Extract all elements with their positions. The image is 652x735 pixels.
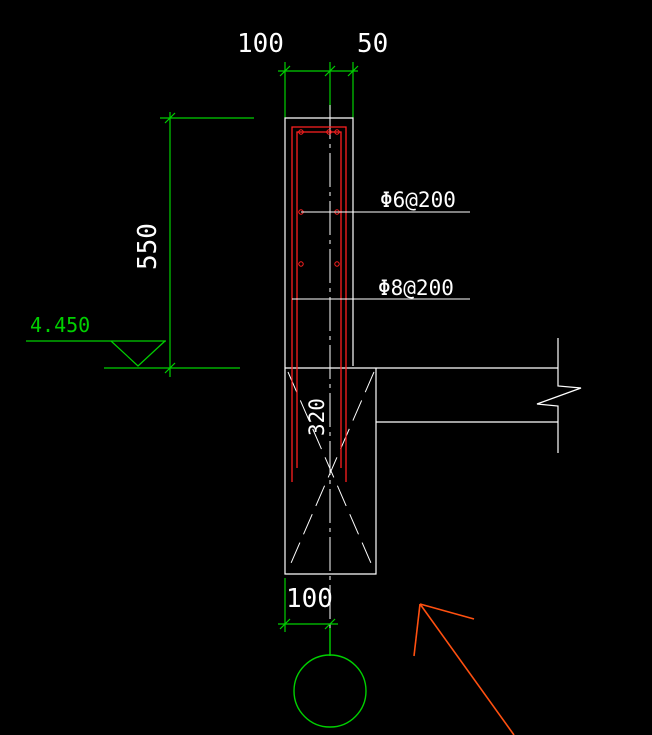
rebar-dot [326,129,332,135]
rebar-dot [298,129,304,135]
beam-cross-hatch [287,371,375,571]
break-line-icon [536,338,582,453]
ring-beam [284,368,377,575]
beam-diagonal-b [287,371,375,571]
rebar-inner-loop [296,131,342,468]
top-tick-right [347,65,359,77]
bottom-dimension [278,578,338,632]
floor-slab [285,338,582,453]
top-dimension-chain [278,62,359,118]
axis-bubble-icon [293,654,367,728]
top-right-dimension-text: 50 [357,29,388,59]
arrow-head-lower [413,603,421,657]
rebar-dot [298,261,304,267]
height-dimension [104,112,254,377]
pointer-arrow [413,603,515,735]
beam-outline [284,368,377,575]
level-triangle-icon [110,340,166,367]
arrow-head-upper [419,603,475,620]
vertical-bar-label: Φ8@200 [378,276,454,300]
height-dimension-text: 550 [133,223,163,270]
bottom-dimension-text: 100 [286,584,333,614]
bottom-tick-left [279,618,291,630]
rebar-outer-loop [291,126,347,482]
height-tick-top [164,112,176,124]
rebar-dot [334,261,340,267]
top-tick-middle [324,65,336,77]
axis-bubble [293,628,367,728]
beam-depth-text: 320 [305,398,329,436]
parapet-wall [284,117,354,368]
rebar-leaders [292,211,470,300]
level-elevation-text: 4.450 [30,313,90,337]
rebar-cage [291,126,347,482]
parapet-outline [284,117,354,368]
level-marker [26,340,166,367]
top-tick-left [279,65,291,77]
rebar-dots [298,129,340,267]
top-left-dimension-text: 100 [237,29,284,59]
rebar-dot [334,129,340,135]
horizontal-bar-label: Φ6@200 [380,188,456,212]
bottom-tick-right [324,618,336,630]
arrow-pointer-icon [419,603,515,735]
